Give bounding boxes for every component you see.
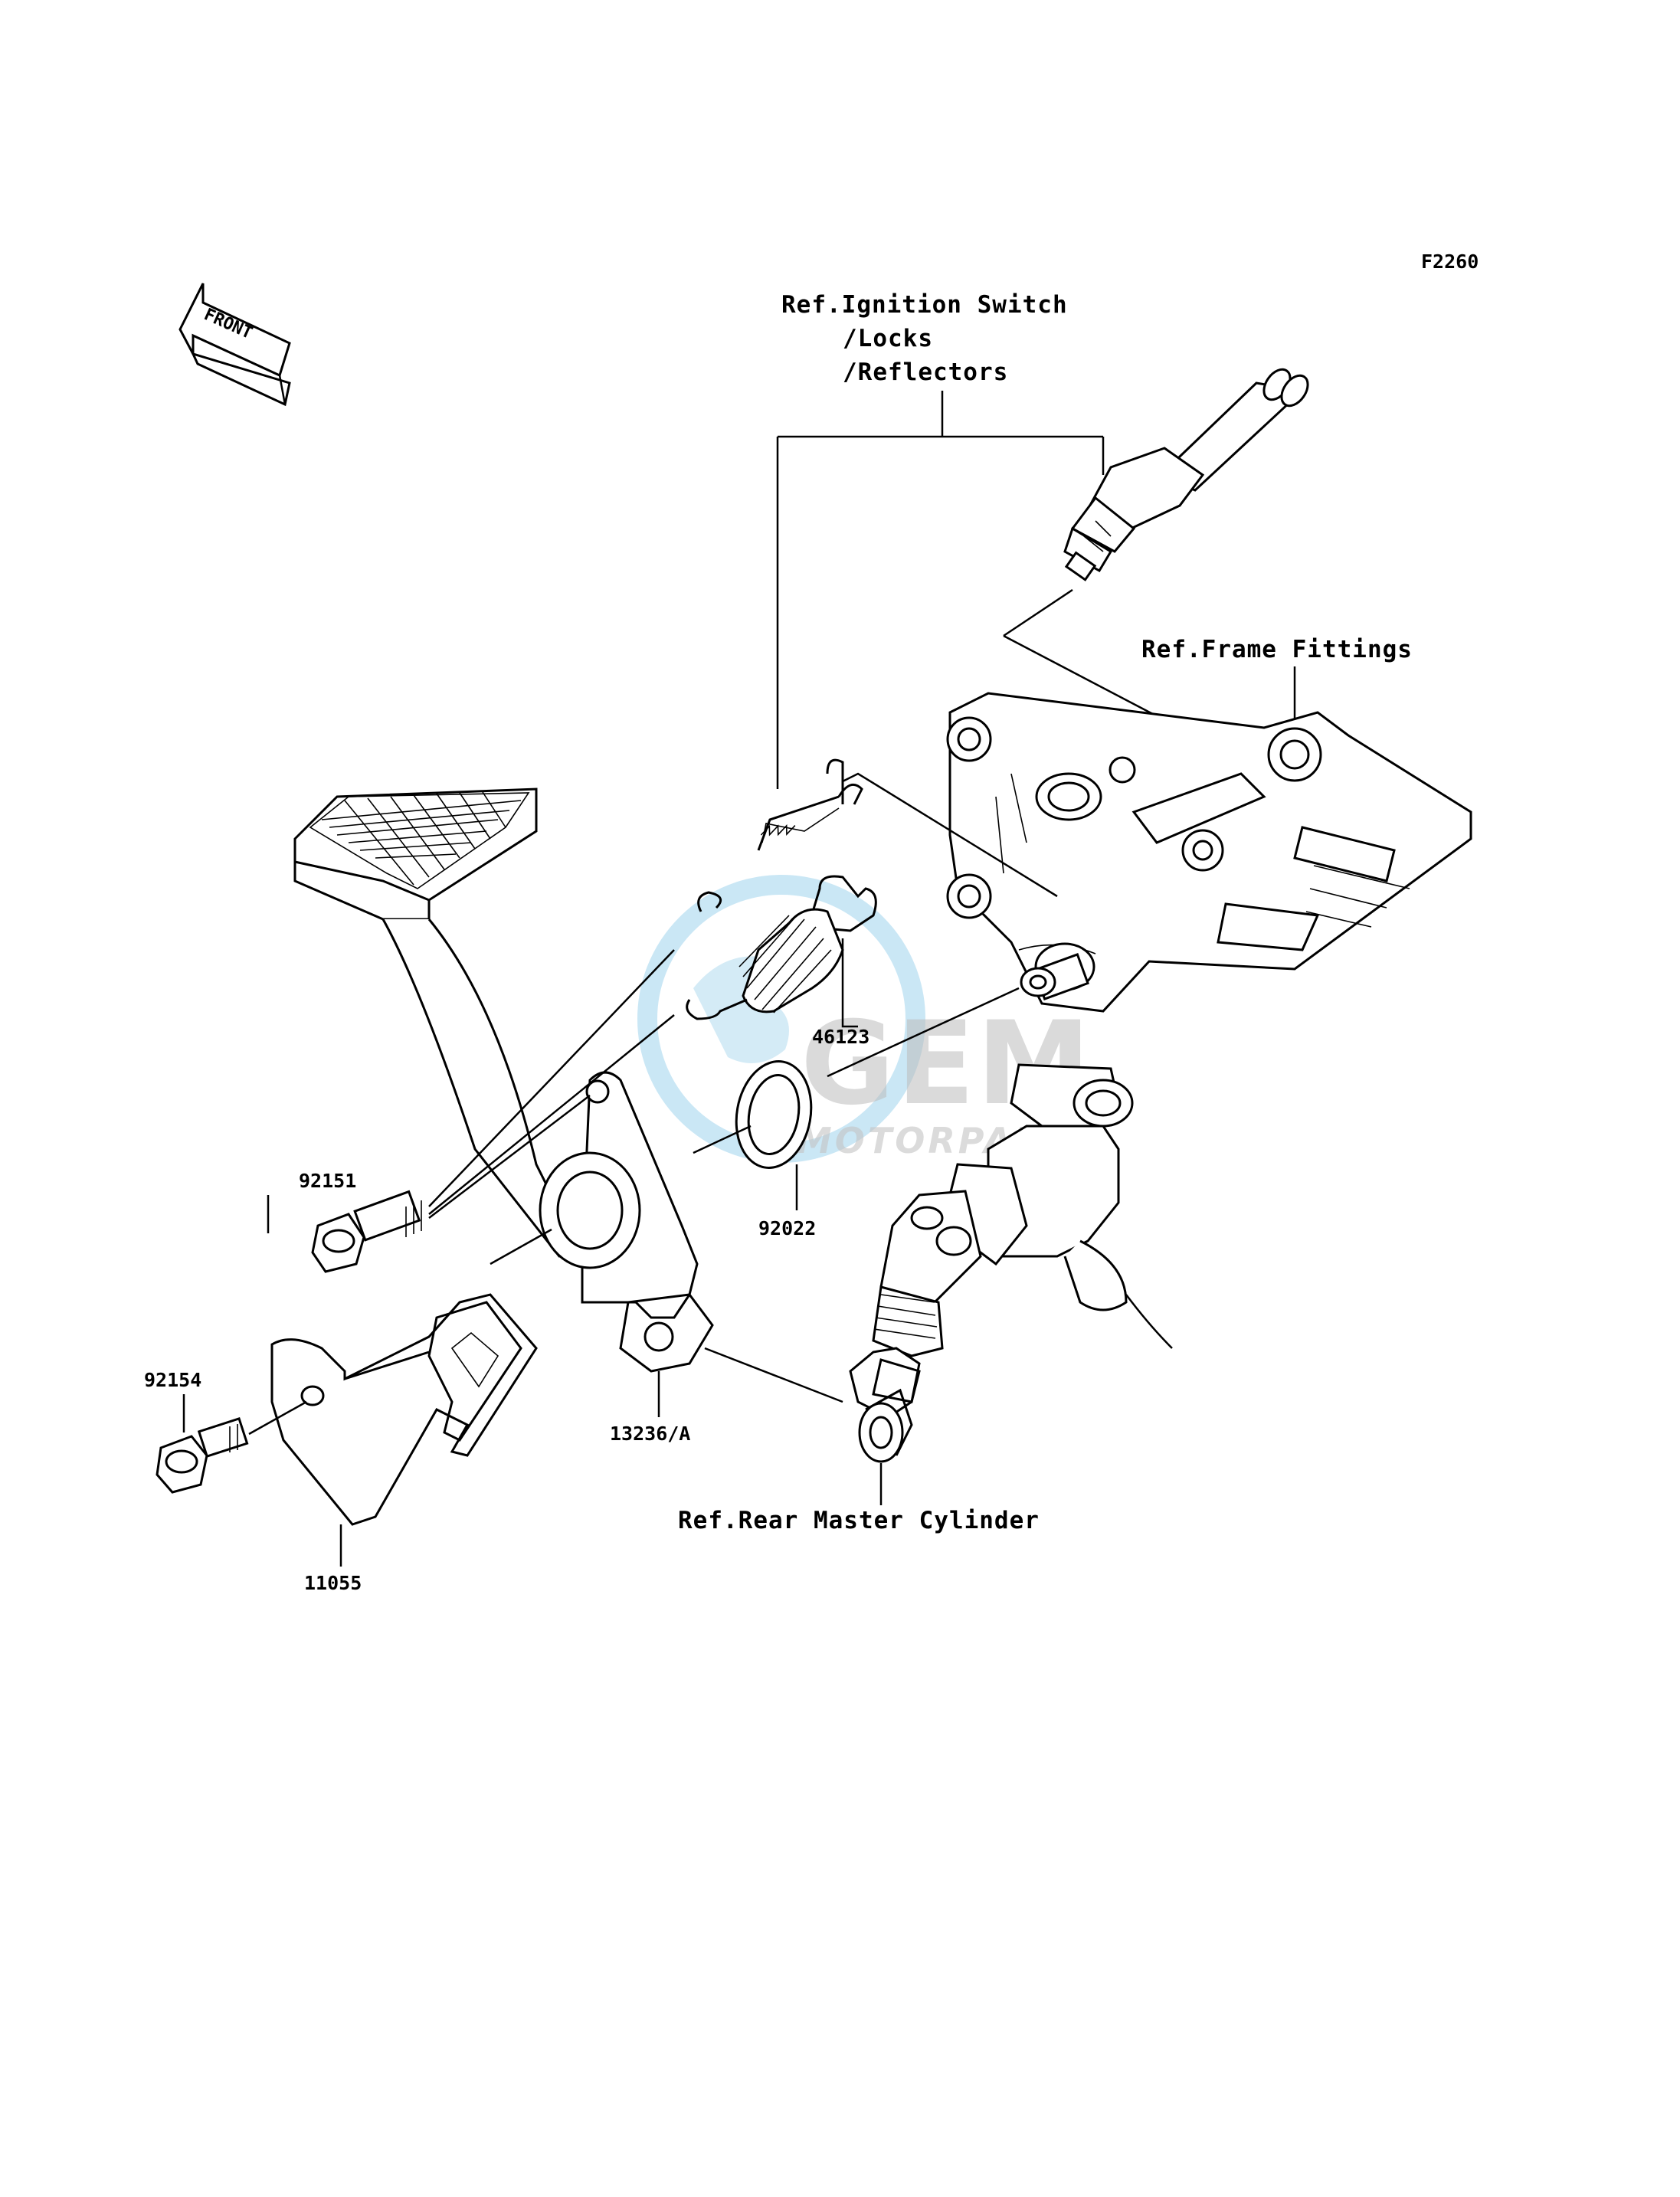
ignition-ref-label: Ref.Ignition Switch /Locks /Reflectors [781, 291, 1068, 386]
part-46123: 46123 [812, 1026, 869, 1048]
frame-fitting [946, 692, 1472, 1013]
main-spring [686, 875, 877, 1028]
bolt-92154-leader [248, 1400, 307, 1436]
front-label: FRONT [201, 305, 255, 343]
part-13236A: 13236/A [610, 1423, 690, 1445]
part-92022: 92022 [758, 1217, 816, 1239]
pivot-bolt [311, 1190, 422, 1273]
bolt-92151-leader-c [428, 1095, 591, 1219]
washer-axis-leader [693, 1125, 752, 1154]
return-spring [697, 758, 1058, 912]
washer [735, 1060, 813, 1169]
bracket-bolt [156, 1416, 249, 1494]
pedal-to-master-leader [704, 1347, 843, 1403]
frame-fittings-ref-label: Ref.Frame Fittings [1141, 636, 1413, 663]
switch-leader-a [1003, 588, 1073, 637]
ignition-ref-line1: Ref.Ignition Switch [781, 291, 1068, 319]
ignition-ref-line2: /Locks [843, 325, 933, 352]
rear-master-cylinder [849, 1063, 1173, 1463]
switch-leader-b [1003, 634, 1165, 722]
rear-master-cylinder-ref-label: Ref.Rear Master Cylinder [678, 1507, 1040, 1534]
ignition-leader [776, 391, 1105, 789]
brake-light-switch [1063, 368, 1309, 581]
bolt-92151-leader-a [428, 949, 675, 1207]
bolt-92151-leader-b [428, 1014, 675, 1215]
part-92151: 92151 [299, 1170, 356, 1192]
washer-to-frame-leader [827, 987, 1020, 1078]
front-arrow-icon: FRONT [178, 283, 291, 407]
part-92154: 92154 [144, 1369, 201, 1391]
diagram-code: F2260 [1421, 250, 1479, 273]
brake-pedal [293, 787, 714, 1373]
part-11055: 11055 [304, 1572, 362, 1594]
ignition-ref-line3: /Reflectors [843, 359, 1008, 386]
heel-guard-bracket [270, 1228, 552, 1526]
